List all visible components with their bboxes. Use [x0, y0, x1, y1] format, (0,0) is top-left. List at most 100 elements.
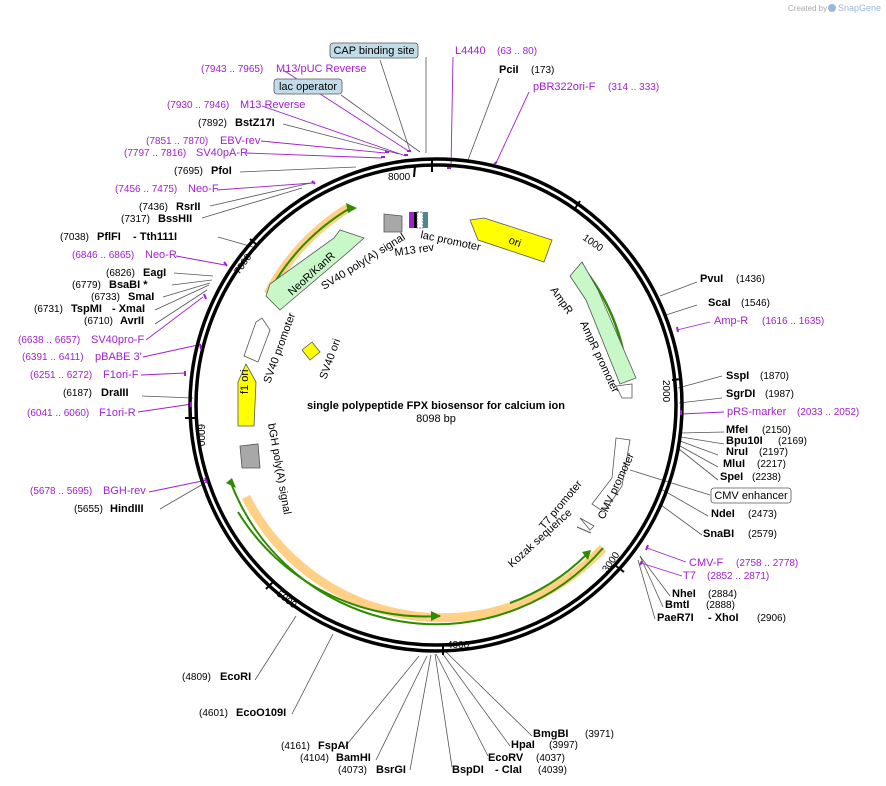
primer-cmv-f: CMV-F — [689, 557, 724, 569]
site-pvui-pos: (1436) — [736, 274, 765, 285]
site-pvui: PvuI — [700, 273, 723, 285]
feature-m13-rev-label: M13 rev — [394, 241, 436, 258]
site-draiii: DraIII — [101, 387, 129, 399]
site-clai: - ClaI — [495, 764, 522, 776]
site-bamhi: BamHI — [336, 752, 371, 764]
site-mfei: MfeI — [726, 424, 748, 436]
site-hpai: HpaI — [511, 739, 535, 751]
site-eagi-pos: (6826) — [106, 268, 135, 279]
site-avrii: AvrII — [120, 315, 144, 327]
primer-prs-marker: pRS-marker — [727, 406, 787, 418]
feature-ampr-promoter — [615, 383, 633, 399]
site-bsabi: BsaBI * — [109, 279, 148, 291]
tick-label-1000: 1000 — [580, 232, 605, 254]
site-bmgbi-pos: (3971) — [585, 729, 614, 740]
feature-f1-ori-label: f1 ori — [239, 370, 251, 394]
site-pflfi: PflFI — [97, 231, 121, 243]
site-clai-pos: (4039) — [538, 765, 567, 776]
feature-t7-promoter — [579, 517, 595, 531]
site-ecoo109i-pos: (4601) — [199, 708, 228, 719]
feature-kozak-label: Kozak sequence — [506, 507, 574, 570]
site-mlui-pos: (2217) — [757, 459, 786, 470]
feature-ampr-label: AmpR — [548, 285, 575, 317]
primer-l4440-range: (63 .. 80) — [497, 46, 537, 57]
feature-lac-promoter-bar — [414, 212, 417, 228]
site-bstz17i: BstZ17I — [235, 117, 275, 129]
lac-operator-label: lac operator — [279, 81, 337, 93]
site-rsrii-pos: (7436) — [139, 202, 168, 213]
site-ndei: NdeI — [711, 508, 735, 520]
feature-bgh-label: bGH poly(A) signal — [265, 422, 293, 515]
cap-binding-site-label: CAP binding site — [333, 45, 414, 57]
site-bpu10i-pos: (2169) — [778, 436, 807, 447]
orf-right-arrow — [509, 554, 587, 604]
site-scai-pos: (1546) — [741, 298, 770, 309]
site-eagi: EagI — [143, 267, 166, 279]
site-paer7i: PaeR7I — [657, 612, 694, 624]
primer-ebv-rev: EBV-rev — [220, 135, 261, 147]
primer-m13-puc-reverse-range: (7943 .. 7965) — [201, 64, 263, 75]
site-bpu10i: Bpu10I — [726, 435, 763, 447]
site-ecorv: EcoRV — [488, 752, 524, 764]
feature-sv40-promoter-label: SV40 promoter — [262, 311, 299, 385]
site-ndei-pos: (2473) — [748, 509, 777, 520]
site-sgrdi: SgrDI — [726, 388, 755, 400]
orf-main-arrow — [230, 482, 604, 626]
feature-sv40-ori-label: SV40 ori — [318, 337, 344, 381]
site-ecorv-pos: (4037) — [536, 753, 565, 764]
primer-neo-f-range: (7456 .. 7475) — [115, 184, 177, 195]
primer-sv40pro-f-range: (6638 .. 6657) — [18, 335, 80, 346]
site-nrui: NruI — [726, 446, 748, 458]
primer-f1ori-f-range: (6251 .. 6272) — [30, 370, 92, 381]
site-hindiii-pos: (5655) — [74, 504, 103, 515]
site-fspai-pos: (4161) — [281, 741, 310, 752]
site-xhoi: - XhoI — [708, 612, 739, 624]
orf-lower-arrowhead — [431, 611, 441, 621]
site-pcii: PciI — [499, 64, 519, 76]
feature-cmv-promoter — [591, 437, 631, 513]
site-bspdi: BspDI — [452, 764, 484, 776]
primer-bgh-rev: BGH-rev — [103, 485, 146, 497]
site-sspi-pos: (1870) — [760, 371, 789, 382]
primer-bgh-rev-range: (5678 .. 5695) — [30, 486, 92, 497]
plasmid-title: single polypeptide FPX biosensor for cal… — [307, 400, 565, 412]
primer-amp-r-range: (1616 .. 1635) — [762, 316, 824, 327]
site-pfoi: PfoI — [211, 165, 232, 177]
primer-f1ori-r: F1ori-R — [99, 407, 136, 419]
primer-sv40pa-r-range: (7797 .. 7816) — [124, 148, 186, 159]
orf-neor-arrowhead — [346, 203, 357, 213]
primer-amp-r: Amp-R — [714, 315, 748, 327]
feature-ori — [469, 217, 553, 263]
primer-t7: T7 — [683, 570, 696, 582]
feature-m13-rev — [409, 212, 414, 228]
site-avrii-pos: (6710) — [84, 316, 113, 327]
lac-operator-box — [273, 78, 343, 95]
site-bstz17i-pos: (7892) — [198, 118, 227, 129]
cmv-enhancer-label: CMV enhancer — [714, 490, 788, 502]
site-bmti-pos: (2888) — [706, 600, 735, 611]
feature-lac-operator — [416, 211, 424, 229]
cmv-enhancer-box — [710, 487, 792, 504]
site-tth111i: - Tth111I — [133, 231, 177, 243]
primer-pbabe: pBABE 3' — [95, 351, 142, 363]
primer-sv40pa-r: SV40pA-R — [196, 147, 248, 159]
feature-neor — [265, 229, 365, 311]
plasmid-length: 8098 bp — [416, 413, 456, 425]
tick-label-2000: 2000 — [660, 380, 671, 403]
site-nhei: NheI — [672, 588, 696, 600]
primer-m13-reverse-range: (7930 .. 7946) — [167, 100, 229, 111]
primer-ebv-rev-range: (7851 .. 7870) — [146, 136, 208, 147]
site-ecoo109i: EcoO109I — [236, 707, 286, 719]
primer-t7-range: (2852 .. 2871) — [707, 571, 769, 582]
site-spei: SpeI — [720, 471, 743, 483]
site-bsrgi-pos: (4073) — [338, 765, 367, 776]
primer-neo-f: Neo-F — [188, 183, 219, 195]
site-fspai: FspAI — [318, 740, 349, 752]
snapgene-logo-icon — [828, 4, 836, 12]
site-ecori: EcoRI — [220, 671, 251, 683]
site-mfei-pos: (2150) — [762, 425, 791, 436]
orf-lower-arrow — [237, 511, 441, 618]
site-hpai-pos: (3997) — [549, 740, 578, 751]
tick-label-6000: 6000 — [195, 424, 206, 447]
